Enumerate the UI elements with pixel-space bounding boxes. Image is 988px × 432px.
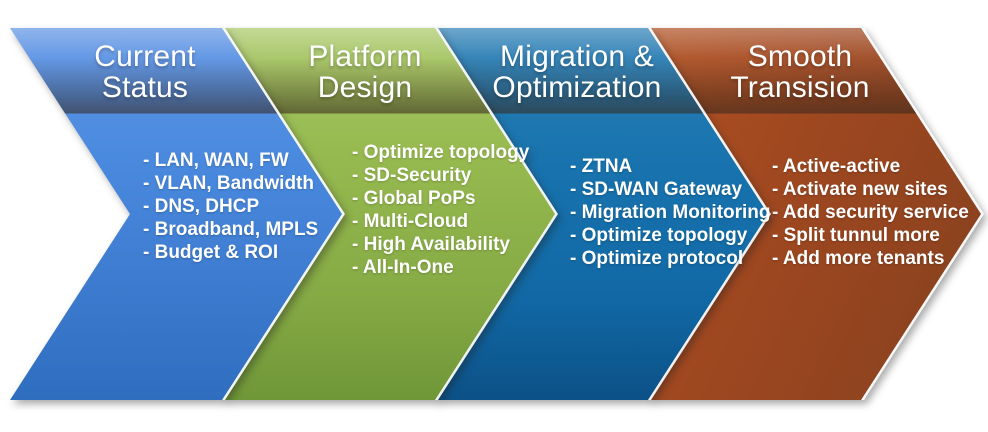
list-item: - Multi-Cloud [352, 211, 469, 232]
list-item: - SD-WAN Gateway [570, 179, 743, 200]
stage-items-migration-optimization: - ZTNA - SD-WAN Gateway - Migration Moni… [570, 155, 771, 270]
stage-title-smooth-transision: Smooth Transision [685, 41, 915, 103]
title-line: Design [317, 71, 413, 104]
list-item: - Add more tenants [772, 248, 945, 269]
title-line: Current [94, 40, 196, 73]
list-item: - Optimize topology [352, 142, 530, 163]
list-item: - Global PoPs [352, 188, 476, 209]
title-line: Migration & [500, 40, 654, 73]
list-item: - Active-active [772, 156, 901, 177]
title-line: Optimization [492, 71, 662, 104]
title-line: Status [101, 71, 189, 104]
stage-items-platform-design: - Optimize topology - SD-Security - Glob… [352, 141, 529, 279]
list-item: - Optimize topology [570, 225, 748, 246]
list-item: - Migration Monitoring [570, 202, 771, 223]
list-item: - Split tunnul more [772, 225, 940, 246]
title-line: Smooth [747, 40, 853, 73]
stage-items-smooth-transision: - Active-active - Activate new sites - A… [772, 155, 969, 270]
list-item: - Budget & ROI [143, 242, 279, 263]
list-item: - Broadband, MPLS [143, 219, 319, 240]
list-item: - All-In-One [352, 257, 454, 278]
stage-title-platform-design: Platform Design [250, 41, 480, 103]
list-item: - DNS, DHCP [143, 196, 260, 217]
stage-items-current-status: - LAN, WAN, FW - VLAN, Bandwidth - DNS, … [143, 149, 318, 264]
stage-title-current-status: Current Status [30, 41, 260, 103]
list-item: - Activate new sites [772, 179, 948, 200]
list-item: - VLAN, Bandwidth [143, 173, 314, 194]
list-item: - High Availability [352, 234, 511, 255]
list-item: - SD-Security [352, 165, 472, 186]
title-line: Platform [308, 40, 422, 73]
title-line: Transision [730, 71, 870, 104]
list-item: - ZTNA [570, 156, 633, 177]
list-item: - LAN, WAN, FW [143, 150, 289, 171]
list-item: - Optimize protocol [570, 248, 744, 269]
list-item: - Add security service [772, 202, 969, 223]
stage-title-migration-optimization: Migration & Optimization [462, 41, 692, 103]
